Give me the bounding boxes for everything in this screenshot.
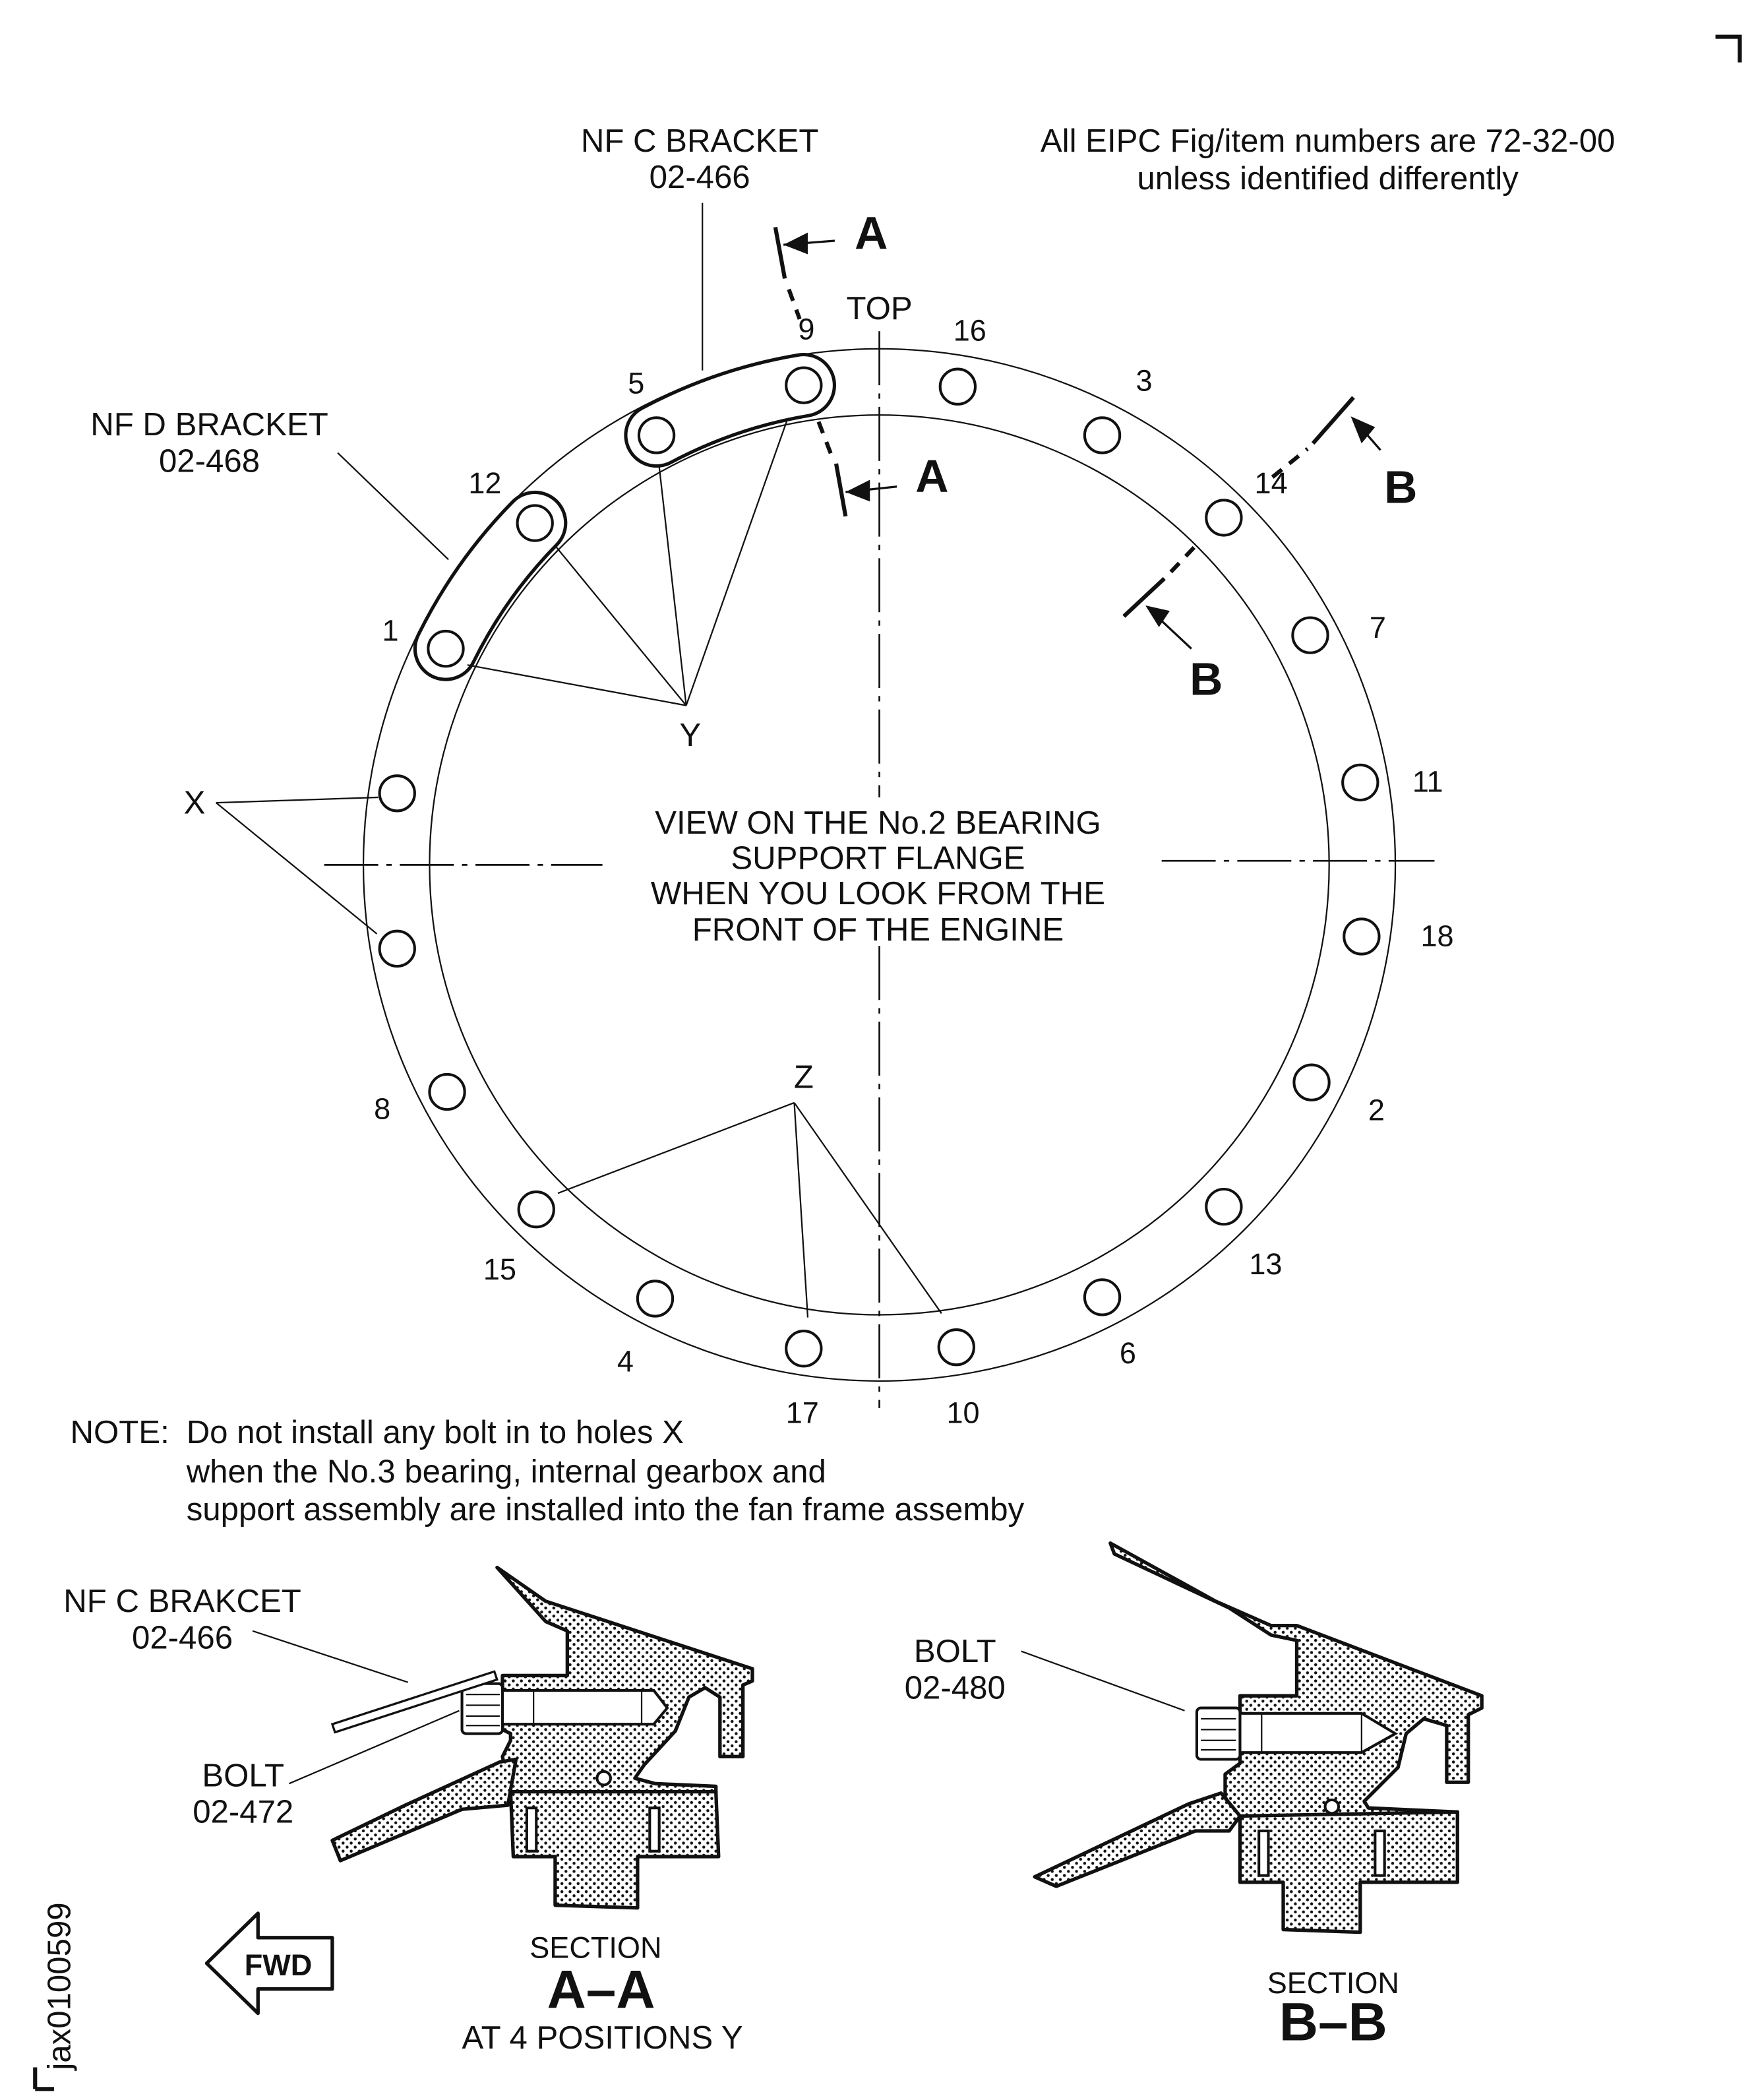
section-aa-id: A–A bbox=[547, 1960, 655, 2020]
bolt-hole bbox=[1343, 917, 1381, 956]
section-aa-bracket-label: NF C BRAKCET bbox=[63, 1583, 301, 1619]
bolt-hole bbox=[1292, 1063, 1331, 1101]
hole-number-label: 17 bbox=[786, 1396, 819, 1429]
section-b-marker-upper: B bbox=[1384, 461, 1417, 512]
section-bb-bolt-leader bbox=[1021, 1650, 1185, 1712]
hole-number-label: 16 bbox=[954, 314, 986, 348]
section-a-cut-line-lower bbox=[816, 421, 897, 517]
section-bb-title: SECTION bbox=[1267, 1966, 1399, 2000]
hole-number-label: 1 bbox=[382, 613, 398, 647]
bolt-hole bbox=[517, 1190, 555, 1229]
view-caption-line-4: FRONT OF THE ENGINE bbox=[692, 911, 1064, 948]
nf-c-bracket-label: NF C BRACKET bbox=[581, 123, 819, 159]
section-a-marker-lower: A bbox=[915, 450, 948, 502]
hole-x-lower bbox=[378, 929, 416, 968]
hole-number-label: 12 bbox=[468, 466, 501, 500]
bolt-hole bbox=[1341, 763, 1379, 802]
callout-x-leaders bbox=[216, 796, 378, 935]
hole-number-label: 4 bbox=[617, 1345, 634, 1378]
bolt-hole bbox=[427, 629, 465, 668]
section-bb-bolt-ref: 02-480 bbox=[905, 1669, 1006, 1706]
section-aa-subtitle: AT 4 POSITIONS Y bbox=[462, 2020, 743, 2056]
bolt-hole bbox=[516, 504, 554, 542]
section-aa-drawing bbox=[330, 1565, 754, 1910]
top-label: TOP bbox=[846, 290, 912, 326]
hole-number-label: 10 bbox=[946, 1396, 979, 1429]
bolt-hole bbox=[636, 1280, 675, 1318]
note-label: NOTE: bbox=[71, 1414, 169, 1450]
nf-d-bracket-shape bbox=[413, 490, 568, 681]
section-aa-bolt-label: BOLT bbox=[202, 1757, 284, 1793]
note-line-3: support assembly are installed into the … bbox=[187, 1491, 1025, 1528]
note-line-1: Do not install any bolt in to holes X bbox=[187, 1414, 684, 1450]
section-a-marker-upper: A bbox=[855, 207, 888, 259]
section-aa-title: SECTION bbox=[530, 1931, 661, 1965]
section-bb-bolt-label: BOLT bbox=[914, 1633, 996, 1669]
hole-number-label: 18 bbox=[1421, 919, 1454, 952]
figure-id: jax0100599 bbox=[42, 1902, 78, 2071]
bolt-hole bbox=[428, 1072, 466, 1111]
callout-y-leaders bbox=[467, 418, 789, 706]
section-b-marker-lower: B bbox=[1190, 653, 1223, 704]
hole-number-label: 15 bbox=[483, 1252, 516, 1286]
hole-number-label: 8 bbox=[374, 1092, 390, 1125]
section-b-cut-line-lower bbox=[1122, 545, 1196, 650]
hole-number-label: 11 bbox=[1412, 765, 1443, 799]
hole-x-upper bbox=[378, 774, 416, 813]
bolt-hole bbox=[1083, 416, 1122, 454]
section-a-cut-line-upper bbox=[773, 226, 835, 320]
bolt-hole bbox=[1291, 616, 1329, 654]
nf-d-bracket-label: NF D BRACKET bbox=[90, 406, 328, 443]
section-b-cut-line-upper bbox=[1271, 396, 1381, 479]
callout-x: X bbox=[184, 785, 206, 821]
section-aa-bolt-leader bbox=[288, 1710, 460, 1785]
centre-lines bbox=[324, 331, 1435, 1408]
hole-number-label: 2 bbox=[1368, 1094, 1385, 1127]
section-aa-bracket-leader bbox=[252, 1630, 408, 1683]
section-aa-bracket-ref: 02-466 bbox=[132, 1619, 233, 1655]
callout-y: Y bbox=[679, 717, 701, 753]
header-note-line-1: All EIPC Fig/item numbers are 72-32-00 bbox=[1041, 123, 1616, 159]
nf-c-bracket-shape bbox=[624, 352, 836, 468]
bolt-hole bbox=[785, 1330, 823, 1368]
corner-mark-top-right bbox=[1715, 34, 1742, 63]
bolt-hole bbox=[785, 366, 823, 404]
hole-number-label: 13 bbox=[1249, 1247, 1282, 1281]
bolt-hole bbox=[937, 1328, 975, 1367]
section-bb-id: B–B bbox=[1279, 1992, 1387, 2053]
section-bb-drawing bbox=[1033, 1541, 1484, 1934]
view-caption-line-1: VIEW ON THE No.2 BEARING bbox=[655, 805, 1101, 841]
header-note-line-2: unless identified differently bbox=[1137, 160, 1519, 197]
nf-d-bracket-ref: 02-468 bbox=[159, 443, 260, 479]
fwd-label: FWD bbox=[245, 1948, 313, 1982]
corner-mark-bottom-left bbox=[33, 2067, 54, 2091]
bolt-hole bbox=[1083, 1278, 1122, 1316]
bolt-hole bbox=[938, 367, 977, 406]
fwd-arrow-icon: FWD bbox=[204, 1911, 334, 2016]
bolt-hole bbox=[1205, 499, 1243, 537]
callout-z-leaders bbox=[557, 1101, 942, 1318]
view-caption-line-3: WHEN YOU LOOK FROM THE bbox=[651, 875, 1105, 911]
hole-number-label: 5 bbox=[628, 366, 644, 400]
hole-number-label: 6 bbox=[1120, 1336, 1136, 1370]
section-aa-bolt-ref: 02-472 bbox=[193, 1794, 293, 1830]
note-line-2: when the No.3 bearing, internal gearbox … bbox=[186, 1454, 826, 1490]
nf-d-bracket-leader bbox=[337, 452, 449, 561]
bolt-hole bbox=[637, 416, 676, 454]
hole-number-label: 7 bbox=[1370, 611, 1386, 644]
hole-number-label: 3 bbox=[1136, 363, 1153, 397]
callout-z: Z bbox=[794, 1059, 814, 1095]
bolt-hole bbox=[1205, 1187, 1243, 1226]
view-caption-line-2: SUPPORT FLANGE bbox=[731, 840, 1025, 877]
nf-c-bracket-ref: 02-466 bbox=[650, 159, 750, 195]
